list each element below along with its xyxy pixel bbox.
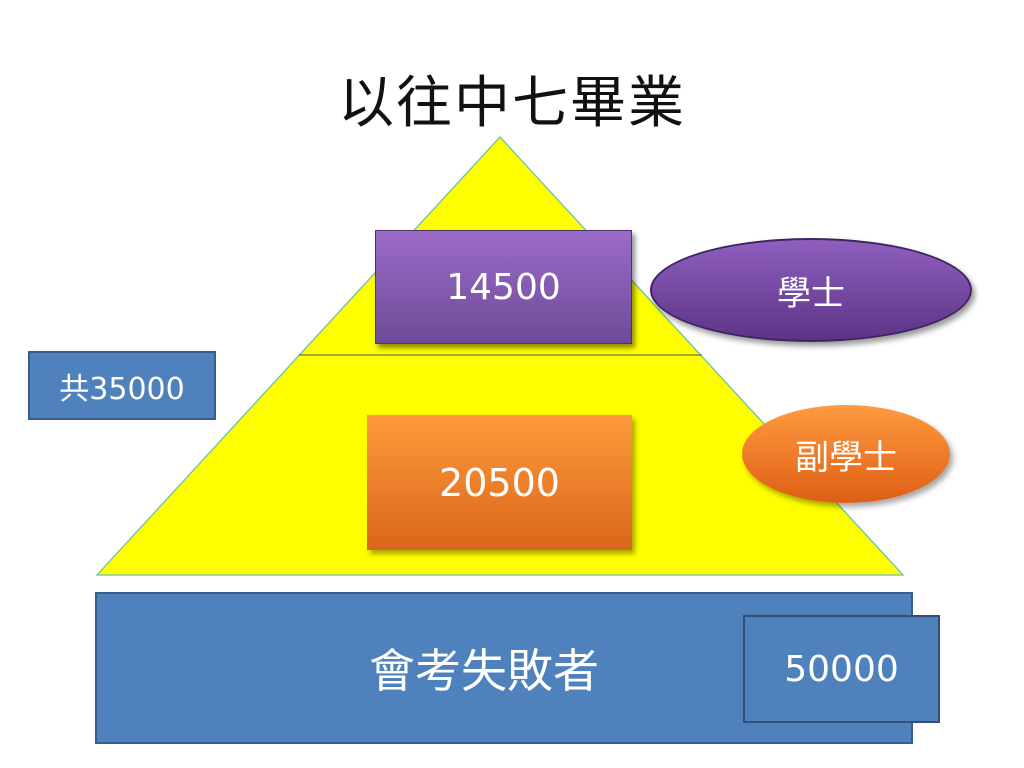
associate-label-oval: 副學士	[742, 405, 950, 503]
bachelor-label: 學士	[777, 273, 845, 314]
associate-count: 20500	[439, 460, 560, 505]
associate-count-box: 20500	[367, 415, 632, 550]
pyramid-triangle	[95, 135, 905, 576]
bachelor-count: 14500	[446, 266, 561, 308]
bachelor-label-oval: 學士	[650, 238, 972, 342]
slide-title: 以往中七畢業	[338, 71, 686, 136]
total-label: 共35000	[59, 371, 185, 407]
exam-failures-label: 會考失敗者	[369, 644, 599, 698]
associate-label: 副學士	[795, 437, 897, 478]
bachelor-count-box: 14500	[375, 230, 632, 344]
exam-failures-count-box: 50000	[743, 615, 940, 723]
total-box: 共35000	[28, 351, 216, 420]
exam-failures-count: 50000	[784, 648, 899, 690]
